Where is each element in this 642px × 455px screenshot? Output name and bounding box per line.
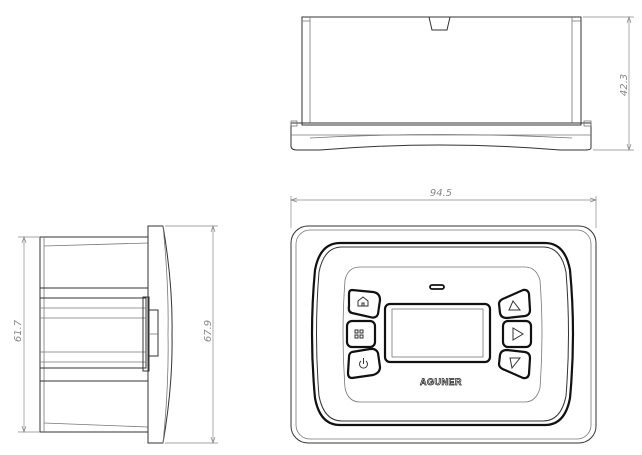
dimension-label-67-9: 67.9 bbox=[203, 320, 214, 342]
brand-logo: AGUNER bbox=[420, 377, 462, 387]
display-screen bbox=[383, 302, 492, 364]
height-dimension-top: 42.3 bbox=[583, 15, 634, 152]
dimension-label-42-3: 42.3 bbox=[619, 74, 630, 96]
width-dimension: 94.5 bbox=[289, 188, 598, 228]
top-notch bbox=[428, 16, 451, 31]
height-dimension-body: 61.7 bbox=[13, 235, 40, 434]
top-view: 42.3 bbox=[290, 15, 634, 152]
down-button[interactable] bbox=[497, 348, 532, 380]
home-icon bbox=[357, 296, 369, 307]
bezel bbox=[310, 241, 575, 427]
down-arrow-icon bbox=[509, 357, 522, 370]
right-button[interactable] bbox=[501, 319, 533, 349]
up-arrow-icon bbox=[508, 300, 522, 311]
power-button[interactable] bbox=[346, 347, 382, 380]
power-icon bbox=[359, 358, 368, 369]
side-view: 61.7 67.9 bbox=[13, 224, 218, 445]
flange bbox=[290, 122, 592, 151]
dimension-label-61-7: 61.7 bbox=[13, 319, 24, 342]
right-arrow-icon bbox=[512, 327, 524, 341]
front-view: 94.5 bbox=[289, 188, 598, 444]
up-button[interactable] bbox=[497, 288, 532, 320]
height-dimension-flange: 67.9 bbox=[165, 224, 218, 445]
menu-button[interactable] bbox=[345, 319, 377, 349]
dimension-label-94-5: 94.5 bbox=[430, 188, 452, 199]
home-button[interactable] bbox=[347, 288, 382, 319]
grid-icon bbox=[354, 329, 364, 339]
status-led bbox=[429, 284, 445, 290]
